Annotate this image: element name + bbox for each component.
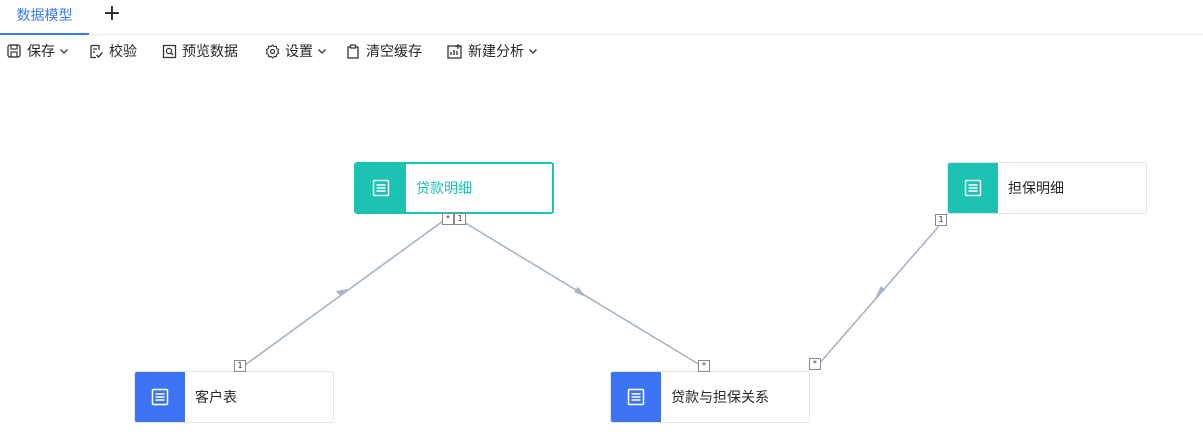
toolbar: 保存 校验 预览数据 设置 清空缓存 新建分析: [0, 36, 1203, 66]
cardinality-badge: *: [809, 358, 821, 370]
preview-data-button[interactable]: 预览数据: [161, 36, 238, 66]
clear-cache-label: 清空缓存: [366, 44, 422, 60]
save-button[interactable]: 保存: [6, 36, 69, 66]
chevron-down-icon: [317, 46, 327, 56]
new-analysis-button[interactable]: 新建分析: [447, 36, 538, 66]
gear-icon: [264, 43, 280, 59]
save-label: 保存: [27, 44, 55, 60]
relationship-lines: [244, 220, 940, 366]
node-label: 贷款明细: [416, 181, 472, 197]
edge-guarantee-relation[interactable]: [817, 225, 940, 366]
node-label: 客户表: [195, 390, 237, 406]
arrow-icon: [574, 287, 586, 297]
table-icon: [135, 372, 185, 422]
arrow-icon: [336, 289, 348, 296]
table-icon: [948, 163, 998, 213]
model-canvas[interactable]: 贷款明细 担保明细 客户表 贷款与担保关系 * 1 1 * 1 *: [0, 66, 1203, 442]
table-node-loan-detail[interactable]: 贷款明细: [354, 162, 554, 214]
new-analysis-label: 新建分析: [468, 44, 524, 60]
cardinality-badge: *: [442, 213, 454, 225]
settings-label: 设置: [285, 44, 313, 60]
arrow-icon: [875, 286, 885, 298]
cardinality-badge: 1: [454, 213, 466, 225]
analysis-icon: [447, 43, 463, 59]
tab-bar: 数据模型 +: [0, 0, 1203, 35]
cardinality-badge: 1: [234, 360, 246, 372]
clear-cache-button[interactable]: 清空缓存: [345, 36, 422, 66]
validate-button[interactable]: 校验: [88, 36, 137, 66]
validate-label: 校验: [109, 44, 137, 60]
table-icon: [356, 164, 406, 212]
clipboard-icon: [345, 43, 361, 59]
table-node-guarantee-detail[interactable]: 担保明细: [947, 162, 1147, 214]
table-node-loan-guarantee-relation[interactable]: 贷款与担保关系: [610, 371, 810, 423]
preview-data-label: 预览数据: [182, 44, 238, 60]
save-icon: [6, 43, 22, 59]
preview-icon: [161, 43, 177, 59]
add-tab-button[interactable]: +: [102, 1, 122, 26]
node-label: 担保明细: [1008, 181, 1064, 197]
table-icon: [611, 372, 661, 422]
chevron-down-icon: [59, 46, 69, 56]
table-node-customer[interactable]: 客户表: [134, 371, 334, 423]
edge-customer-loan[interactable]: [244, 220, 444, 366]
tab-data-model[interactable]: 数据模型: [0, 0, 89, 35]
node-label: 贷款与担保关系: [671, 390, 769, 406]
cardinality-badge: 1: [935, 214, 947, 226]
chevron-down-icon: [528, 46, 538, 56]
validate-icon: [88, 43, 104, 59]
cardinality-badge: *: [698, 360, 710, 372]
settings-button[interactable]: 设置: [264, 36, 327, 66]
